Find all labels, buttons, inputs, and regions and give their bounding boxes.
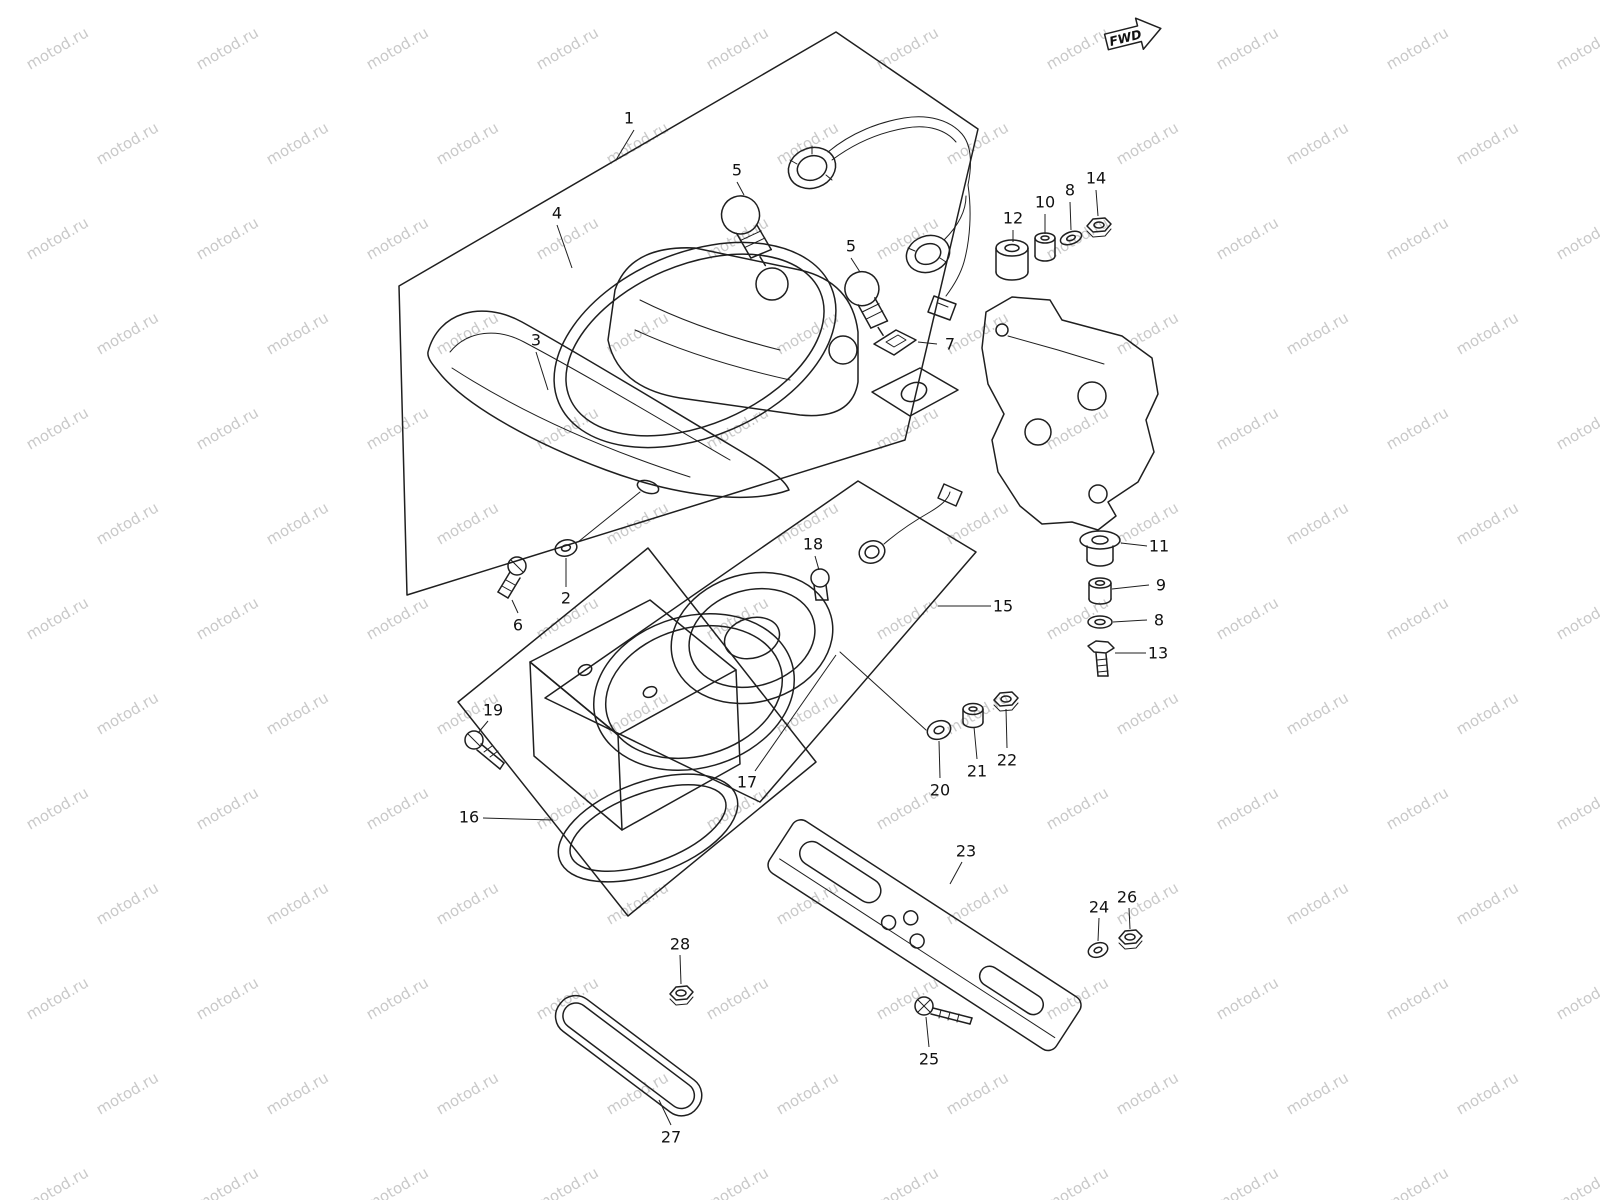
part-number-label: 13 [1148,644,1168,663]
part-number-label: 17 [737,773,757,792]
reflector-27 [554,994,703,1117]
leader-line [973,726,978,760]
washer-8-bottom [1087,615,1113,629]
part-number-label: 15 [993,597,1013,616]
bulb-socket [905,234,951,274]
leader-line [814,555,820,571]
nut-28 [669,985,694,1006]
leader-line [482,817,554,821]
part-number-label: 4 [552,204,562,223]
leader-line [511,599,519,614]
part-number-label: 26 [1117,888,1137,907]
washer-2 [554,539,578,557]
leader-line [477,720,489,734]
part-number-label: 6 [513,616,523,635]
washer-8-top [1059,230,1083,246]
fwd-arrow: FWD [1103,17,1162,51]
part-number-label: 5 [732,161,742,180]
leader-line [1095,189,1099,217]
leader-line [754,654,837,772]
part-number-label: 22 [997,751,1017,770]
leader-line [556,224,573,269]
license-lamp-box [457,547,817,917]
leader-line [850,257,861,273]
part-number-label: 23 [956,842,976,861]
leader-line [1005,708,1008,749]
leader-line [938,740,941,779]
part-number-label: 14 [1086,169,1106,188]
leader-line [736,181,745,196]
part-number-label: 7 [945,335,955,354]
license-plate-bracket-23 [767,819,1082,1052]
part-number-label: 8 [1065,181,1075,200]
taillight-assembly-box [398,31,979,596]
leader-line [1112,619,1148,623]
part-number-label: 19 [483,701,503,720]
part-number-label: 16 [459,808,479,827]
washer-20 [926,719,952,741]
license-lens-16 [529,599,741,831]
bolt-13 [1087,640,1115,677]
bulb-socket [787,145,837,190]
part-number-label: 9 [1156,576,1166,595]
spacer-21 [962,702,984,729]
part-number-label: 18 [803,535,823,554]
screw-6 [497,556,527,599]
part-number-label: 21 [967,762,987,781]
leader-line [949,861,963,885]
grommet-11 [1079,530,1121,567]
washer-24 [1087,941,1109,959]
screw-19 [464,730,505,770]
nut-26 [1118,929,1143,950]
leader-line [1097,917,1100,942]
part-number-label: 11 [1149,537,1169,556]
part-number-label: 12 [1003,209,1023,228]
wiring-harness [827,116,971,321]
leader-line [925,1016,930,1048]
part-number-label: 27 [661,1128,681,1147]
part-number-label: 2 [561,589,571,608]
leader-line [1111,584,1150,590]
part-number-label: 24 [1089,898,1109,917]
rear-lamp-box [544,480,977,803]
leader-line [615,129,635,161]
lamp-housing [607,247,859,417]
mounting-bracket [981,296,1159,531]
screw-25 [914,996,973,1025]
leader-line [535,351,549,391]
bulb [844,270,889,337]
spacer-9 [1088,577,1112,605]
grommet-12 [995,239,1029,281]
part-number-label: 1 [624,109,634,128]
leader-line [658,1099,672,1126]
leader-line [917,341,938,345]
part-number-label: 10 [1035,193,1055,212]
leader-line [1128,907,1131,930]
wedge-bulb-18 [810,568,830,601]
part-number-label: 28 [670,935,690,954]
part-number-label: 8 [1154,611,1164,630]
leader-line [679,954,682,985]
part-number-label: 20 [930,781,950,800]
stud-line [839,651,927,731]
bulb [720,195,772,267]
nut-14 [1086,217,1112,238]
clip [873,329,917,356]
lens-gasket [553,241,837,449]
mount-plate [871,367,959,417]
part-number-label: 5 [846,237,856,256]
license-gasket [557,773,739,883]
part-number-label: 3 [531,331,541,350]
taillight-lens [427,310,790,543]
line-art: FWD [398,17,1162,1117]
leader-line [1120,542,1148,547]
part-number-label: 25 [919,1050,939,1069]
socket-18-wire [858,483,963,565]
leader-line [1069,201,1072,231]
